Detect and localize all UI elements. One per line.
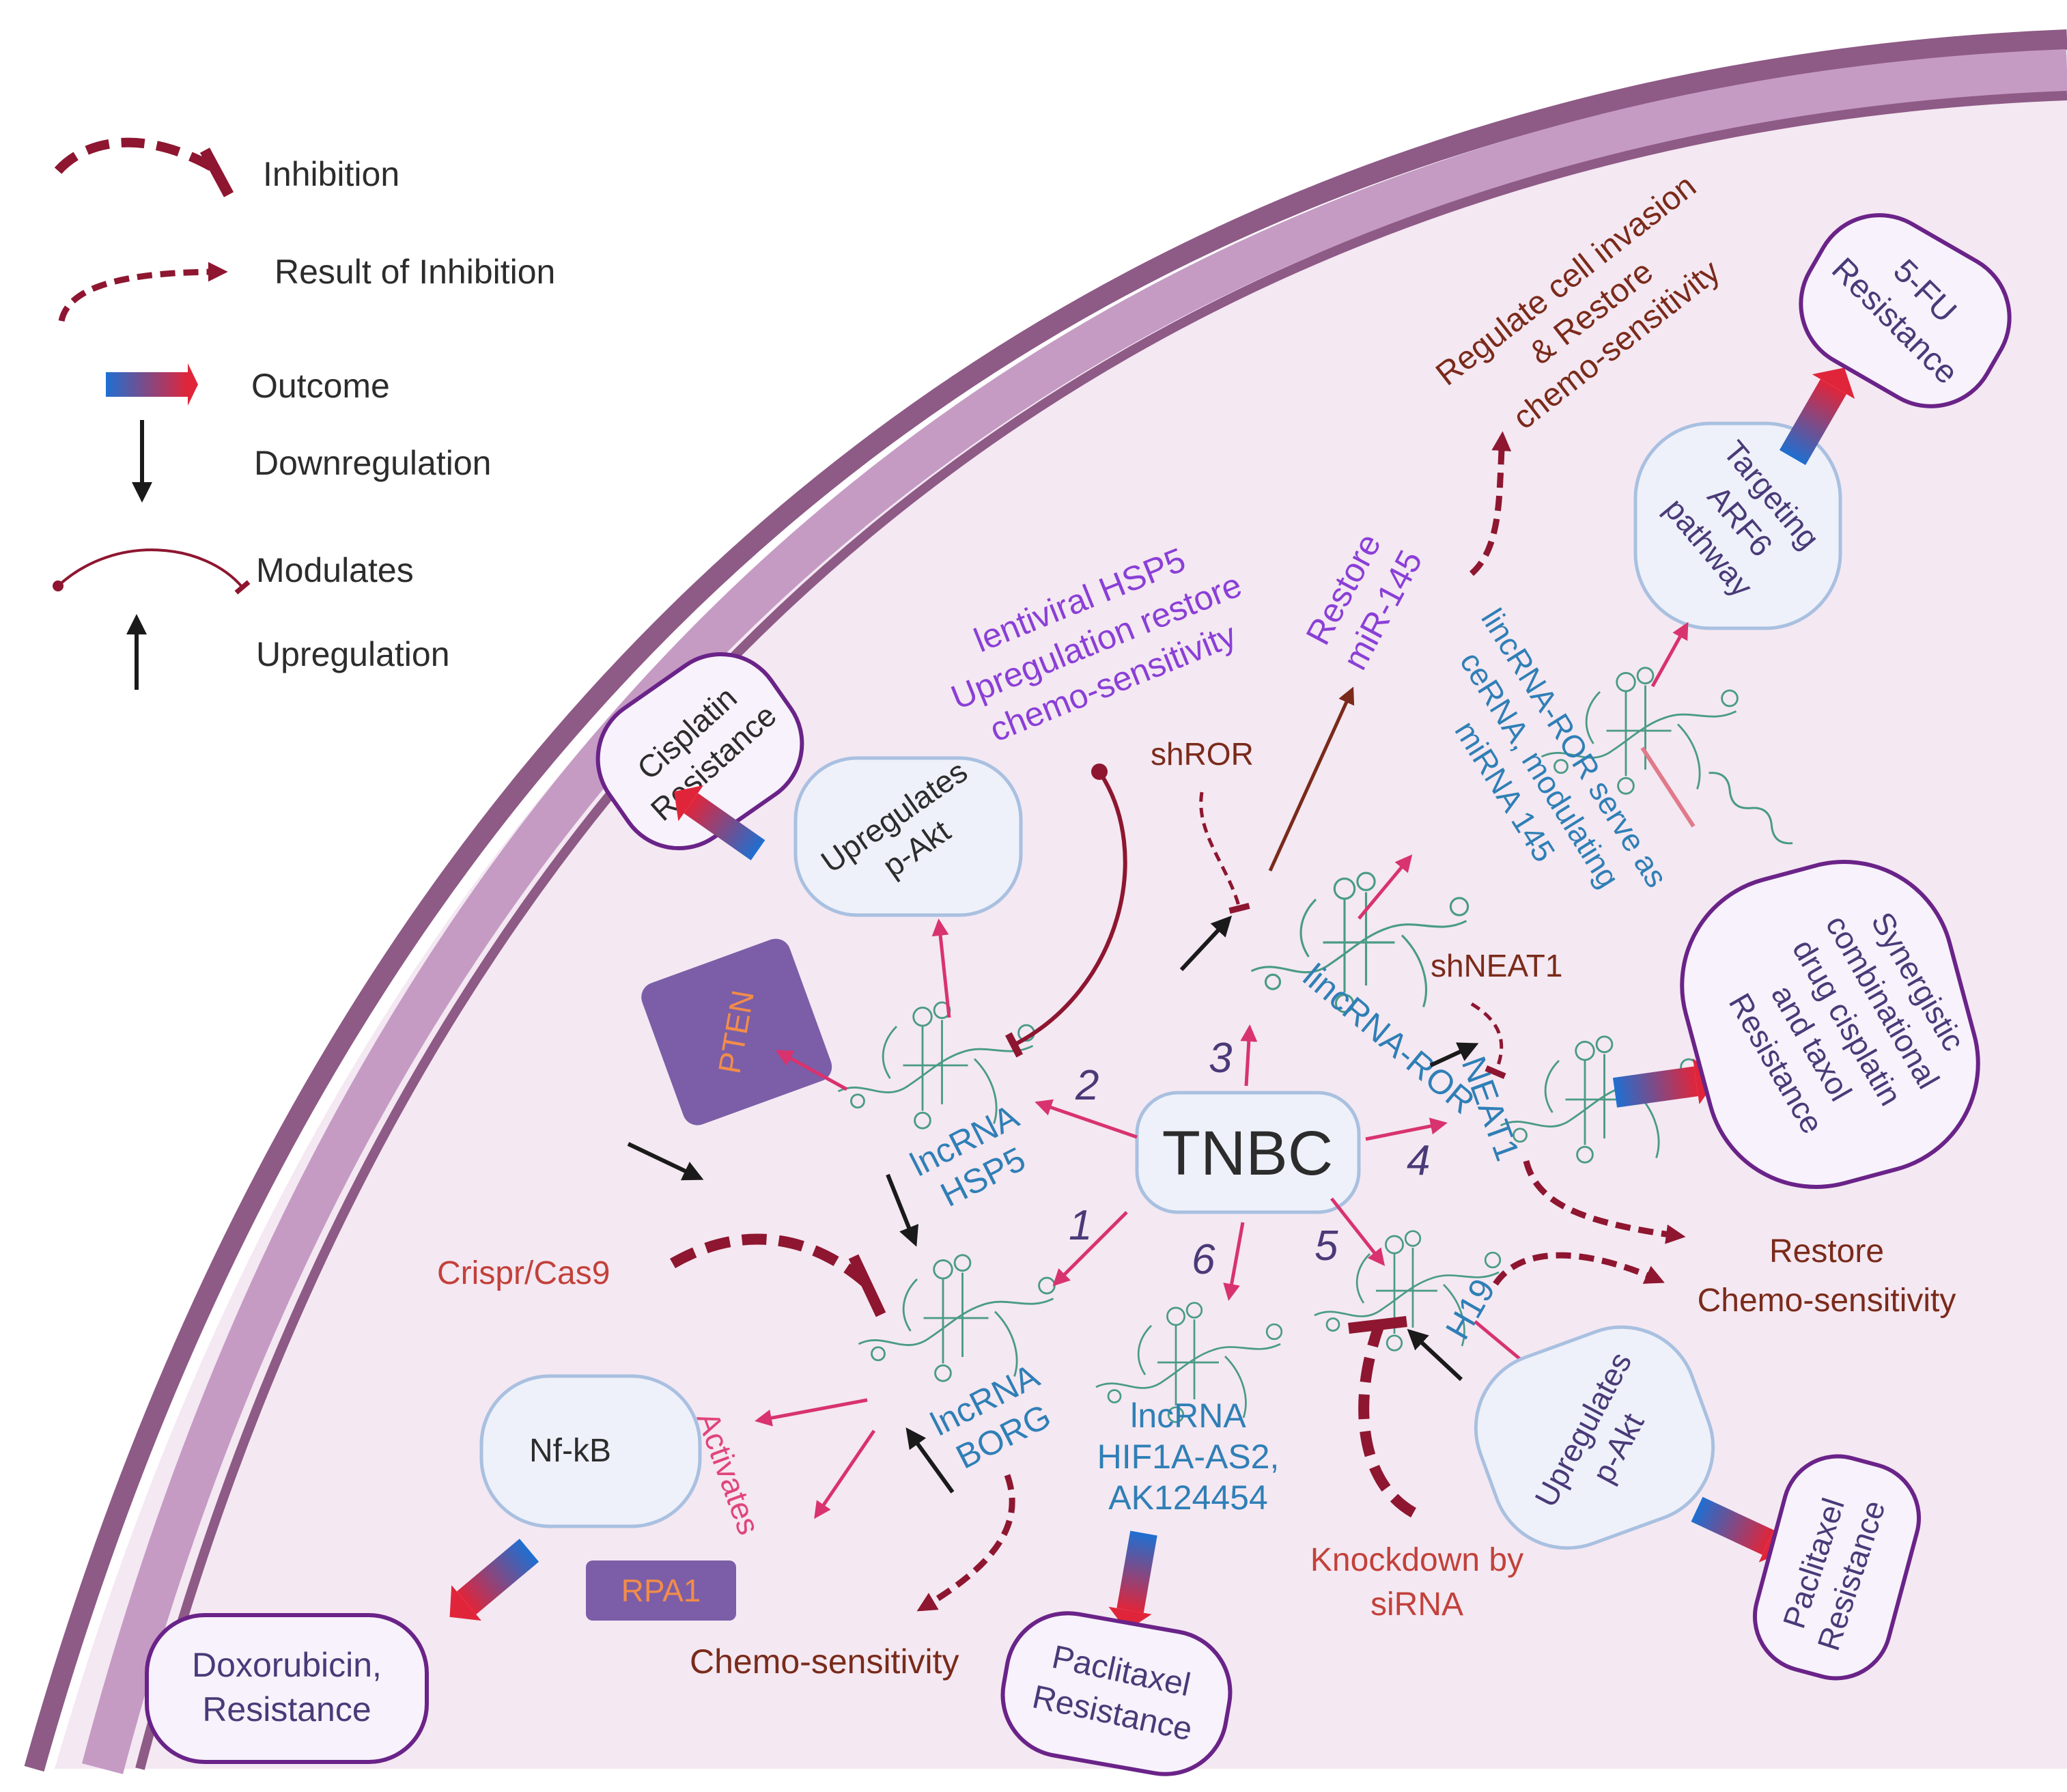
pathway-number-4: 4: [1407, 1137, 1430, 1184]
inhibition-legend-tee: [199, 148, 234, 197]
shneat1-label: shNEAT1: [1431, 948, 1562, 983]
lncrna-hif-line1: lncRNA: [1130, 1397, 1246, 1435]
knockdown-note: Knockdown by siRNA: [1310, 1542, 1523, 1623]
lncrna-hif-line3: AK124454: [1108, 1479, 1268, 1517]
arrow-hsp5-to-pakt: [931, 919, 951, 1018]
knockdown-inhibition: [1358, 1323, 1417, 1517]
restore-chemo-line1: Restore: [1769, 1233, 1884, 1270]
arrow-tnbc-to-neat1: [1365, 1117, 1448, 1141]
lncrna-hif-line2: HIF1A-AS2,: [1097, 1438, 1280, 1476]
tnbc-center: TNBC: [1135, 1091, 1361, 1214]
legend-modulates-label: Modulates: [256, 551, 414, 589]
outcome-arrow-5fu: [1779, 367, 1855, 465]
cell-membrane-band: [82, 49, 2067, 1774]
arrow-tnbc-to-ror: [1240, 1024, 1258, 1087]
crispr-tee: [848, 1254, 886, 1317]
arrow-hsp5-to-pten: [775, 1050, 848, 1091]
restore-chemo-line2: Chemo-sensitivity: [1698, 1283, 1956, 1319]
legend-inhibition-label: Inhibition: [263, 155, 399, 193]
arrow-tnbc-to-hif: [1223, 1222, 1245, 1301]
outcome-arrow-cisplatin: [674, 785, 765, 860]
restore-chemo-note: Restore Chemo-sensitivity: [1698, 1233, 1956, 1319]
arrow-down-hsp5: [886, 1173, 919, 1247]
pathway-number-3: 3: [1209, 1035, 1232, 1082]
tnbc-label: TNBC: [1162, 1119, 1333, 1188]
pten-box: PTEN: [641, 938, 832, 1125]
nfkb-label: Nf-kB: [529, 1433, 611, 1469]
mirna-target-mark: [1640, 746, 1696, 828]
arrow-borg-to-rpa1: [814, 1429, 876, 1520]
result-borg-to-chemo: [916, 1474, 1015, 1612]
result-of-inhibition-legend-icon: [58, 262, 228, 322]
knockdown-line2: siRNA: [1370, 1586, 1463, 1623]
arrow-tnbc-to-borg: [1052, 1211, 1128, 1287]
arrow-tnbc-to-h19: [1330, 1197, 1386, 1266]
upregulates-pakt-box-2: Upregulates p-Akt: [1474, 1325, 1715, 1550]
arrow-rna-to-arf6: [1650, 621, 1689, 688]
chemo-sensitivity-label: Chemo-sensitivity: [690, 1642, 959, 1681]
rpa1-label: RPA1: [621, 1573, 701, 1608]
legend-result-of-inhibition-label: Result of Inhibition: [275, 253, 555, 291]
result-neat1-to-restore: [1523, 1160, 1686, 1244]
knockdown-line1: Knockdown by: [1310, 1542, 1523, 1578]
arrow-tnbc-to-hsp5: [1035, 1099, 1138, 1139]
shror-label: shROR: [1151, 736, 1254, 772]
rpa1-box: RPA1: [586, 1560, 736, 1621]
cell-membrane-inner: [135, 91, 2067, 1770]
paclitaxel-resistance-bottom: Paclitaxel Resistance: [1000, 1611, 1233, 1776]
legend-outcome-label: Outcome: [251, 367, 390, 405]
knockdown-tee: [1348, 1316, 1407, 1334]
arrow-ror-to-cerna: [1358, 854, 1413, 920]
outcome-arrow-doxorubicin: [449, 1539, 539, 1621]
upregulates-pakt-box-1: Upregulates p-Akt: [793, 753, 1023, 917]
cell-membrane-outer: [24, 29, 2067, 1772]
legend: Inhibition Result of Inhibition Outcome …: [53, 137, 555, 690]
modulates-legend-icon: [53, 548, 251, 595]
inhibition-legend-icon: [54, 137, 221, 176]
mirna-145-icon: [1709, 772, 1793, 845]
result-mir145-to-regulate: [1469, 431, 1512, 576]
pathway-number-2: 2: [1075, 1062, 1099, 1109]
outcome-legend-icon: [106, 363, 198, 406]
doxorubicin-resistance: Doxorubicin, Resistance: [145, 1613, 429, 1764]
5fu-resistance: 5-FU Resistance: [1799, 213, 2012, 408]
doxo-line2: Resistance: [202, 1690, 371, 1728]
paclitaxel-resistance-right: Paclitaxel Resistance: [1752, 1454, 1922, 1681]
arrow-borg-to-nfkb: [755, 1398, 868, 1427]
modulates-lentiviral-to-hsp5: [1004, 764, 1127, 1058]
outcome-arrow-paclitaxel-bottom: [1108, 1530, 1157, 1631]
nfkb-box: Nf-kB: [479, 1374, 702, 1528]
doxo-line1: Doxorubicin,: [192, 1646, 382, 1684]
legend-upregulation-label: Upregulation: [256, 635, 450, 673]
arrow-up-ror: [1179, 915, 1233, 972]
arrow-up-borg: [905, 1427, 955, 1494]
arrow-up-neat1: [1429, 1042, 1479, 1067]
pathway-number-6: 6: [1192, 1236, 1215, 1283]
crispr-label: Crispr/Cas9: [437, 1255, 610, 1291]
arrow-up-h19: [1407, 1328, 1463, 1382]
lncrna-hif-label: lncRNA HIF1A-AS2, AK124454: [1097, 1397, 1280, 1517]
result-h19-to-restore: [1493, 1252, 1665, 1286]
legend-downregulation-label: Downregulation: [254, 444, 491, 482]
pathway-number-5: 5: [1314, 1222, 1338, 1270]
arrow-ror-to-mir145: [1268, 686, 1355, 872]
arrow-down-pten: [627, 1142, 704, 1181]
pathway-number-1: 1: [1069, 1202, 1092, 1249]
